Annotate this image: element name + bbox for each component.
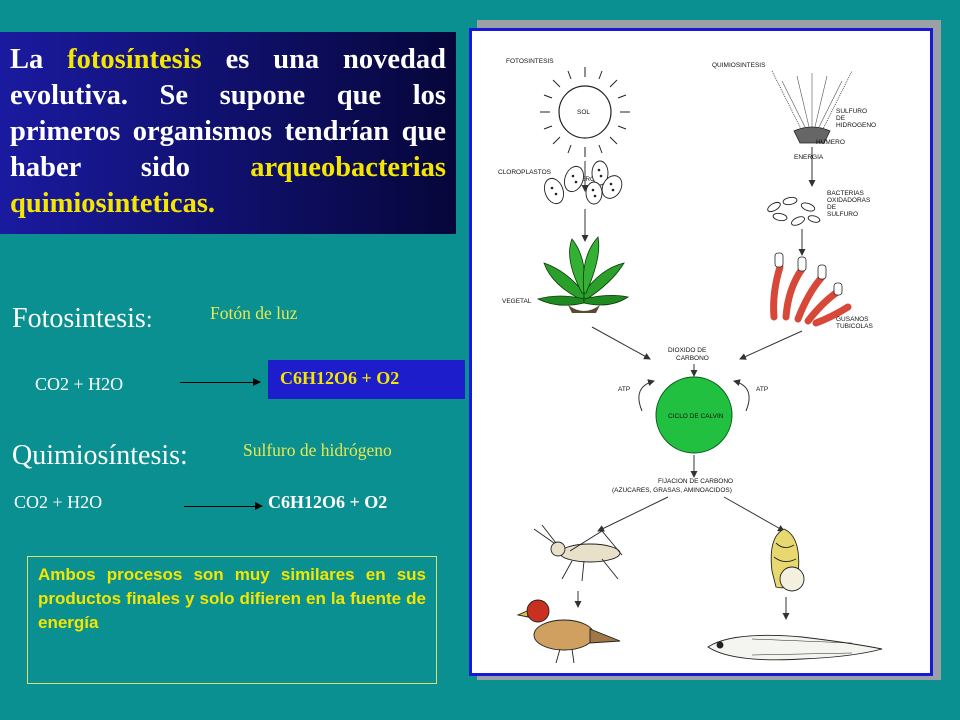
fish-icon bbox=[707, 634, 883, 661]
intro-text-box: La fotosíntesis es una novedad evolutiva… bbox=[0, 32, 456, 234]
label-fijacion-2: (AZUCARES, GRASAS, AMINOACIDOS) bbox=[612, 487, 732, 494]
label-vegetal: VEGETAL bbox=[502, 298, 532, 305]
photosynthesis-reactants: CO2 + H2O bbox=[35, 374, 124, 394]
calvin-cycle-circle bbox=[655, 376, 733, 454]
chemosynthesis-energy-source: Sulfuro de hidrógeno bbox=[243, 440, 392, 460]
chemosynthesis-products: C6H12O6 + O2 bbox=[268, 492, 388, 512]
label-sulfuro-3: HIDROGENO bbox=[836, 122, 876, 129]
label-gusanos-1: GUSANOS bbox=[836, 316, 869, 323]
tube-worms-icon bbox=[770, 263, 852, 327]
arrow-fixation-to-grasshopper bbox=[597, 496, 669, 532]
vent-icon bbox=[771, 70, 853, 144]
photosynthesis-heading-colon: : bbox=[145, 307, 153, 333]
photosynthesis-products: C6H12O6 + O2 bbox=[268, 360, 465, 399]
snail-icon bbox=[770, 528, 805, 592]
label-ciclo-calvin: CICLO DE CALVIN bbox=[668, 413, 724, 420]
chemosynthesis-heading: Quimiosíntesis: bbox=[12, 440, 188, 471]
arrow-atp-left bbox=[638, 379, 655, 412]
arrow-plant-to-co2 bbox=[591, 326, 651, 360]
label-bacterias-1: BACTERIAS bbox=[827, 190, 865, 197]
grasshopper-icon bbox=[533, 524, 623, 582]
process-diagram: FOTOSINTESIS QUIMIOSINTESIS SOL ENERGIA bbox=[469, 28, 933, 676]
photosynthesis-arrow bbox=[180, 378, 261, 386]
bird-icon bbox=[516, 599, 621, 664]
diagram-canvas: FOTOSINTESIS QUIMIOSINTESIS SOL ENERGIA bbox=[498, 58, 883, 664]
label-bacterias-2: OXIDADORAS bbox=[827, 197, 871, 204]
label-fotosintesis: FOTOSINTESIS bbox=[506, 58, 554, 65]
intro-highlight-arqueobacterias: arqueobacterias quimiosinteticas. bbox=[10, 152, 446, 219]
label-sulfuro-2: DE bbox=[836, 115, 846, 122]
chloroplast-icons bbox=[543, 160, 623, 205]
photosynthesis-heading-text: Fotosintesis bbox=[12, 303, 146, 334]
chloroplast-dots bbox=[550, 168, 615, 198]
label-dioxido-2: CARBONO bbox=[676, 355, 709, 362]
label-gusanos-2: TUBICOLAS bbox=[836, 323, 874, 330]
chemosynthesis-arrow bbox=[184, 502, 263, 510]
label-bacterias-4: SULFURO bbox=[827, 211, 858, 218]
label-quimiosintesis: QUIMIOSINTESIS bbox=[712, 62, 766, 69]
photosynthesis-energy-source: Fotón de luz bbox=[210, 303, 298, 323]
label-energia-1: ENERGIA bbox=[572, 176, 602, 183]
bacteria-icons bbox=[767, 196, 821, 226]
arrow-worms-to-co2 bbox=[739, 330, 803, 360]
label-sulfuro-1: SULFURO bbox=[836, 108, 867, 115]
label-bacterias-3: DE bbox=[827, 204, 837, 211]
intro-text-2: es una novedad evolutiva. Se supone que … bbox=[10, 44, 446, 183]
label-humero: HUMERO bbox=[816, 139, 845, 146]
intro-text-1: La bbox=[10, 44, 68, 75]
summary-note: Ambos procesos son muy similares en sus … bbox=[27, 556, 437, 684]
intro-highlight-fotosintesis: fotosíntesis bbox=[67, 44, 202, 75]
photosynthesis-heading: Fotosintesis: bbox=[12, 303, 152, 335]
label-cloroplastos: CLOROPLASTOS bbox=[498, 169, 552, 176]
arrow-atp-right bbox=[733, 379, 750, 412]
label-dioxido-1: DIOXIDO DE bbox=[668, 347, 707, 354]
label-sol: SOL bbox=[577, 109, 590, 116]
label-atp-1: ATP bbox=[618, 386, 630, 393]
chemosynthesis-reactants: CO2 + H2O bbox=[14, 492, 103, 512]
label-energia-2: ENERGIA bbox=[794, 154, 824, 161]
label-fijacion-1: FIJACION DE CARBONO bbox=[658, 478, 733, 485]
tube-worm-plumes bbox=[774, 252, 843, 296]
sun-icon bbox=[540, 67, 630, 157]
label-atp-2: ATP bbox=[756, 386, 768, 393]
arrow-fixation-to-snail bbox=[723, 496, 785, 532]
plant-icon bbox=[536, 236, 630, 313]
